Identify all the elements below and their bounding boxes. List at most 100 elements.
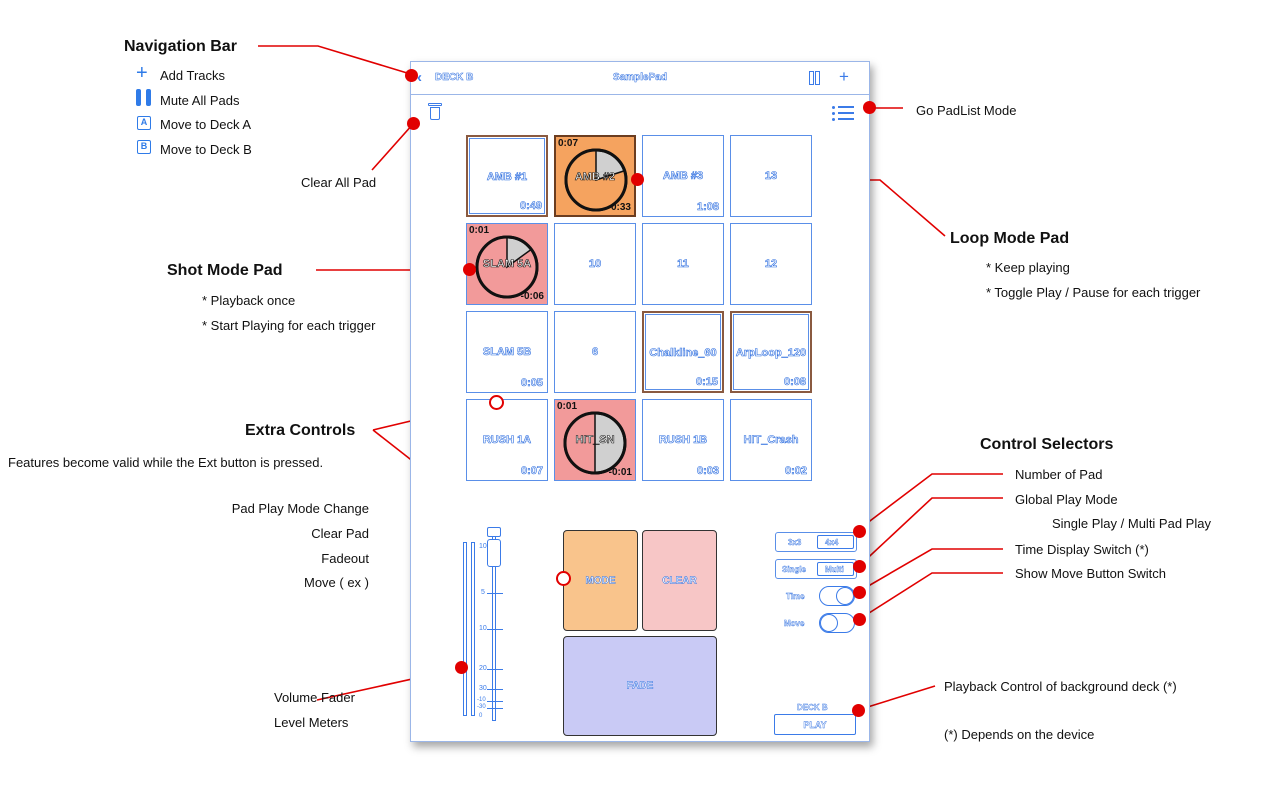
background-deck-label: DECK B — [797, 703, 828, 712]
progress-pie — [475, 235, 539, 299]
fade-button[interactable]: FADE — [563, 636, 717, 736]
play-mode-single[interactable]: Single — [782, 565, 807, 574]
pad[interactable]: 13 — [730, 135, 812, 217]
toggle-knob — [836, 587, 854, 605]
move-toggle[interactable] — [819, 613, 855, 633]
shot-mode-note-1: * Playback once — [202, 293, 296, 308]
annotation-marker — [405, 69, 418, 82]
pad[interactable]: RUSH 1A 0:07 — [466, 399, 548, 481]
annotation-marker — [631, 173, 644, 186]
pad-duration: 0:08 — [783, 376, 807, 389]
app-title: SamplePad — [613, 72, 667, 84]
deck-a-icon: A — [137, 116, 151, 130]
legend-deck-a: Move to Deck A — [160, 117, 252, 132]
pad-elapsed: 0:01 — [557, 401, 578, 412]
fader-tick-label: 0 — [479, 713, 483, 719]
pad-label: ArpLoop_120 — [735, 347, 807, 360]
clear-button-label: CLEAR — [662, 575, 697, 587]
annotation-marker — [853, 613, 866, 626]
legend-add-tracks: Add Tracks — [160, 68, 226, 83]
fader-knob[interactable] — [487, 539, 501, 567]
pad-duration: 0:15 — [695, 376, 719, 389]
pad[interactable]: 11 — [642, 223, 724, 305]
extra-item-mode: Pad Play Mode Change — [231, 501, 369, 516]
legend-deck-b: Move to Deck B — [160, 142, 252, 157]
loop-mode-annotation-title: Loop Mode Pad — [950, 230, 1070, 247]
padlist-list-icon[interactable] — [832, 105, 854, 121]
add-tracks-plus-icon[interactable]: + — [839, 67, 849, 86]
volume-fader-annotation: Volume Fader — [274, 690, 355, 705]
mode-button[interactable]: MODE — [563, 530, 638, 631]
pad-duration: 0:07 — [520, 465, 544, 478]
play-button-label: PLAY — [803, 720, 827, 730]
fader-tick-label: -10 — [477, 697, 486, 703]
pad-duration: 0:03 — [696, 465, 720, 478]
selector-time-display: Time Display Switch (*) — [1015, 542, 1149, 557]
time-label: Time — [786, 592, 805, 601]
pad-elapsed: 0:07 — [558, 138, 579, 149]
selector-number-of-pad: Number of Pad — [1015, 467, 1103, 482]
pad-count-4x4-selected[interactable]: 4x4 — [817, 535, 854, 549]
shot-mode-annotation-title: Shot Mode Pad — [167, 262, 283, 279]
pad-count-selector[interactable]: 3x3 4x4 — [775, 532, 857, 552]
pad-label: 13 — [764, 170, 778, 183]
deck-b-icon: B — [137, 140, 151, 154]
mute-all-pause-icon[interactable] — [809, 71, 820, 85]
background-play-button[interactable]: PLAY — [774, 714, 856, 735]
navigation-bar: ‹ DECK B SamplePad + — [411, 62, 869, 95]
pad-label: 11 — [677, 258, 689, 271]
play-mode-multi-label: Multi — [825, 565, 844, 574]
pad[interactable]: 6 — [554, 311, 636, 393]
play-mode-selector[interactable]: Single Multi — [775, 559, 857, 579]
fader-tick-label: 10 — [479, 543, 487, 550]
background-deck-annotation: Playback Control of background deck (*) — [944, 679, 1177, 694]
level-meter-right — [471, 542, 475, 716]
fade-button-label: FADE — [626, 680, 654, 692]
pad-label: 6 — [591, 346, 599, 359]
play-mode-multi-selected[interactable]: Multi — [817, 562, 854, 576]
trash-icon[interactable] — [428, 103, 442, 120]
pad-duration: 0:05 — [520, 377, 544, 390]
fader-tick-label: 20 — [479, 665, 487, 672]
annotation-marker — [407, 117, 420, 130]
level-meter-left — [463, 542, 467, 716]
back-deck-button[interactable]: DECK B — [435, 72, 474, 84]
fader-tick-label: 5 — [481, 589, 485, 596]
extra-controls-subtitle: Features become valid while the Ext butt… — [8, 455, 324, 470]
pad[interactable]: 12 — [730, 223, 812, 305]
selector-move-button: Show Move Button Switch — [1015, 566, 1167, 581]
pad-count-3x3[interactable]: 3x3 — [788, 538, 802, 547]
level-meters-annotation: Level Meters — [274, 715, 349, 730]
pad-label: 12 — [764, 258, 778, 271]
clear-button[interactable]: CLEAR — [642, 530, 717, 631]
pad-remaining: -0:06 — [520, 291, 544, 302]
extra-controls-title: Extra Controls — [245, 422, 356, 439]
loop-mode-note-1: * Keep playing — [986, 260, 1070, 275]
annotation-marker — [455, 661, 468, 674]
pad-label: 10 — [588, 258, 602, 271]
clear-all-annotation: Clear All Pad — [301, 175, 377, 190]
pad[interactable]: ArpLoop_120 0:08 — [730, 311, 812, 393]
pad-duration: 1:08 — [696, 201, 720, 214]
progress-pie — [563, 411, 627, 475]
pad[interactable]: 10 — [554, 223, 636, 305]
volume-fader[interactable]: 10 5 10 20 30 -10 -30 0 — [461, 527, 511, 727]
time-toggle[interactable] — [819, 586, 855, 606]
progress-pie — [564, 148, 628, 212]
pad-label: RUSH 1A — [482, 434, 532, 447]
annotation-marker — [852, 704, 865, 717]
chevron-left-icon[interactable]: ‹ — [417, 69, 422, 86]
pad-duration: 0:02 — [784, 465, 808, 478]
extra-item-move: Move ( ex ) — [303, 575, 369, 590]
selector-global-play-mode: Global Play Mode — [1015, 492, 1118, 507]
